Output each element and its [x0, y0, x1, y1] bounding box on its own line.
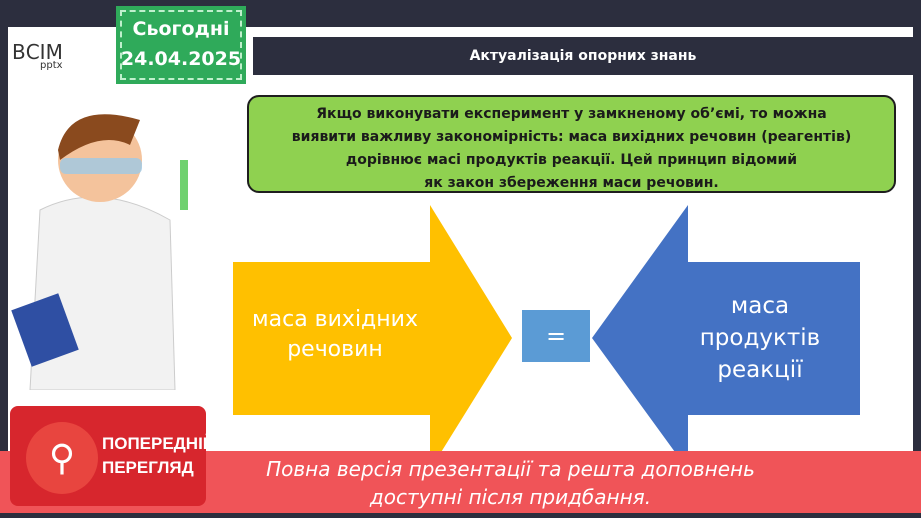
date-value: 24.04.2025	[120, 48, 242, 70]
info-line: дорівнює масі продуктів реакції. Цей при…	[345, 152, 798, 168]
logo-name: ВСІМ	[12, 40, 63, 64]
slide-title: Актуалізація опорних знань	[253, 37, 913, 75]
scientist-illustration	[11, 114, 188, 390]
info-line: Якщо виконувати експеримент у замкненому…	[316, 106, 827, 122]
info-line: як закон збереження маси речовин.	[424, 175, 719, 191]
magnifier-icon: ⚲	[26, 422, 98, 494]
info-line: виявити важливу закономірність: маса вих…	[291, 129, 852, 145]
date-badge: Сьогодні 24.04.2025	[116, 6, 246, 84]
left-arrow	[233, 205, 512, 470]
equals-box: =	[522, 310, 590, 362]
right-arrow	[592, 205, 860, 470]
date-label: Сьогодні	[132, 18, 230, 40]
info-box: Якщо виконувати експеримент у замкненому…	[247, 95, 896, 193]
logo-sub: pptx	[40, 60, 63, 71]
